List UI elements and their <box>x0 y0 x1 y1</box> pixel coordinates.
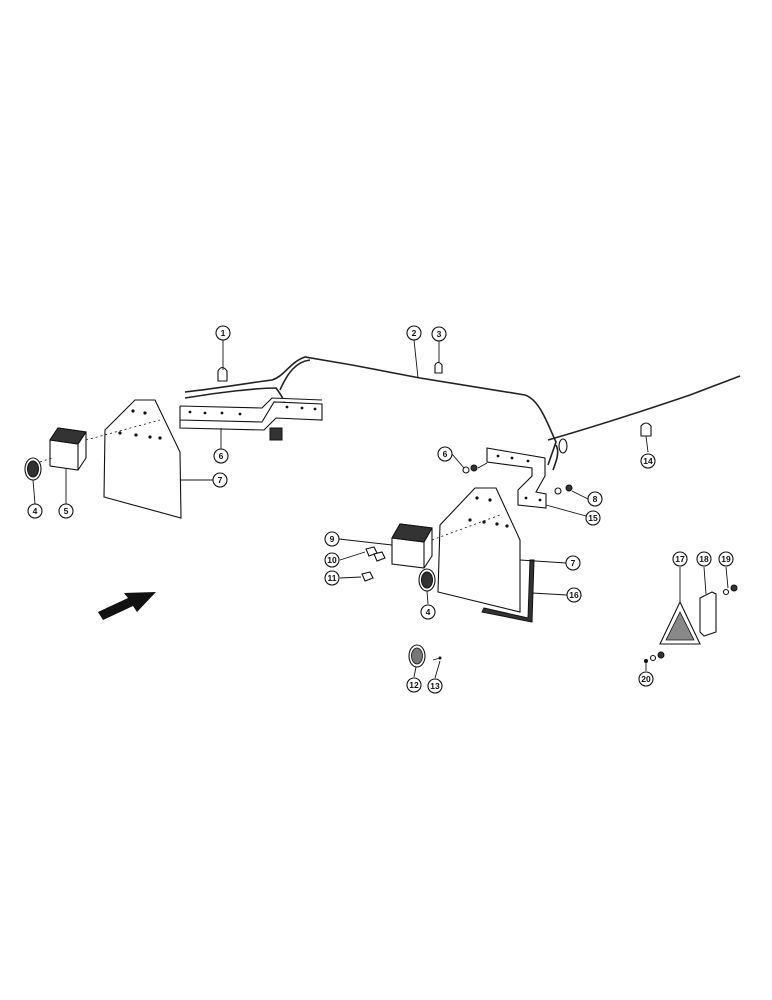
bracket-bolt-set <box>462 462 488 474</box>
left-mudflap-plate <box>103 399 182 519</box>
triangle-bolt-set <box>722 584 738 596</box>
callout-5: 5 <box>58 503 74 519</box>
direction-arrow <box>98 592 156 620</box>
callout-18: 18 <box>696 551 712 567</box>
callout-1: 1 <box>215 325 231 341</box>
svg-text:20: 20 <box>641 674 651 684</box>
svg-text:18: 18 <box>699 554 709 564</box>
svg-text:11: 11 <box>328 573 337 583</box>
right-mounting-bracket <box>486 447 547 509</box>
callout-8: 8 <box>587 491 603 507</box>
callout-6-left: 6 <box>213 448 229 464</box>
svg-text:6: 6 <box>443 449 448 459</box>
lamp-bulb-pair <box>365 546 386 562</box>
harness-drop-cable <box>552 444 559 471</box>
svg-text:7: 7 <box>571 558 576 568</box>
svg-text:10: 10 <box>327 555 337 565</box>
svg-text:7: 7 <box>218 475 223 485</box>
callout-4-left: 4 <box>27 503 43 519</box>
svg-text:5: 5 <box>64 506 69 516</box>
svg-text:8: 8 <box>593 494 598 504</box>
cable-clip-center <box>434 361 443 374</box>
rubber-edge-strip <box>481 559 535 623</box>
left-mounting-bracket <box>179 397 323 431</box>
lens-screw <box>432 656 442 661</box>
right-rear-lamp <box>391 523 433 569</box>
harness-clamp-loop <box>558 438 568 454</box>
lamp-bulb-single <box>361 571 374 582</box>
left-reflector <box>24 457 42 481</box>
svg-text:16: 16 <box>569 590 579 600</box>
callout-9: 9 <box>324 531 340 547</box>
round-lens <box>408 644 426 668</box>
svg-text:17: 17 <box>675 554 685 564</box>
svg-text:2: 2 <box>412 328 417 338</box>
svg-text:14: 14 <box>643 456 653 466</box>
callout-13: 13 <box>427 678 443 694</box>
callout-20: 20 <box>638 671 654 687</box>
svg-text:15: 15 <box>588 513 598 523</box>
svg-text:1: 1 <box>221 328 226 338</box>
svg-text:13: 13 <box>430 681 440 691</box>
callout-7-right: 7 <box>565 555 581 571</box>
right-mudflap-plate <box>437 487 521 613</box>
callout-17: 17 <box>672 551 688 567</box>
callout-19: 19 <box>718 551 734 567</box>
callout-11: 11 <box>324 570 340 586</box>
callout-7-left: 7 <box>212 472 228 488</box>
triangle-mounting-bracket <box>699 591 717 637</box>
left-rear-lamp <box>49 427 87 471</box>
callout-3: 3 <box>431 326 447 342</box>
callout-6-right: 6 <box>437 446 453 462</box>
svg-text:9: 9 <box>330 534 335 544</box>
callout-10: 10 <box>324 552 340 568</box>
svg-text:4: 4 <box>426 607 431 617</box>
callout-15: 15 <box>585 510 601 526</box>
svg-text:6: 6 <box>219 451 224 461</box>
callout-16: 16 <box>566 587 582 603</box>
cable-clip-left <box>217 366 228 382</box>
triangle-reflector <box>659 600 701 645</box>
svg-text:4: 4 <box>33 506 38 516</box>
callout-2: 2 <box>406 325 422 341</box>
right-reflector <box>418 568 436 592</box>
terminal-block <box>269 427 283 441</box>
svg-text:12: 12 <box>409 680 419 690</box>
svg-text:3: 3 <box>437 329 442 339</box>
cable-clip-right <box>640 422 652 437</box>
triangle-screw-set <box>644 651 665 663</box>
callout-14: 14 <box>640 453 656 469</box>
bracket-nut-set <box>554 484 573 495</box>
callout-4-right: 4 <box>420 604 436 620</box>
wiring-harness <box>184 356 741 466</box>
callout-12: 12 <box>406 677 422 693</box>
svg-text:19: 19 <box>721 554 731 564</box>
